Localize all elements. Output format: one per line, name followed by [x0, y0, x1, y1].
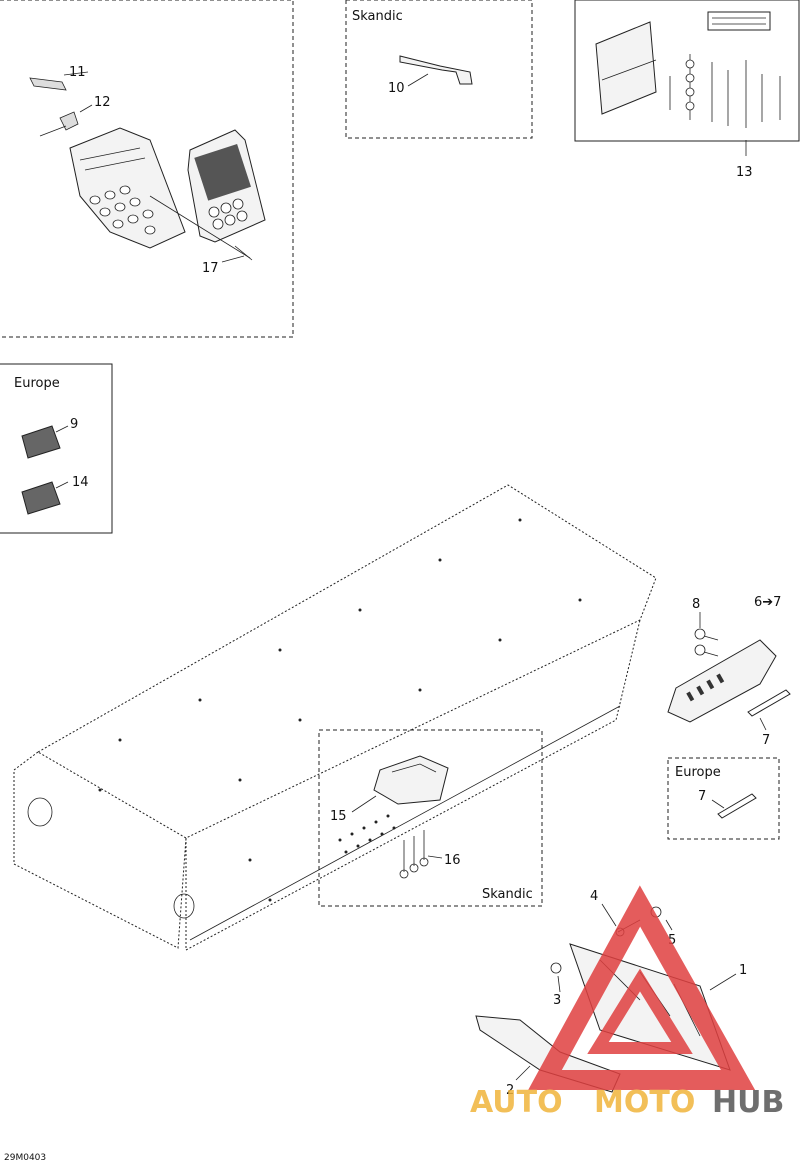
watermark-part2: MOTO — [594, 1085, 695, 1120]
part-7-drawing — [747, 689, 791, 717]
label-7b: 7 — [698, 789, 706, 804]
box-title-skandic-center: Skandic — [482, 887, 533, 902]
part-12-drawing — [39, 111, 79, 137]
watermark-logo: AUTO MOTO HUB — [470, 885, 784, 1120]
label-2: 2 — [506, 1083, 514, 1098]
label-6to7: 6➔7 — [754, 595, 781, 610]
label-14: 14 — [72, 475, 89, 490]
part-10-drawing — [399, 55, 473, 85]
label-15: 15 — [330, 809, 347, 824]
label-12: 12 — [94, 95, 111, 110]
label-16: 16 — [444, 853, 461, 868]
part-13-drawing — [595, 11, 781, 128]
rear-cap-group: 6➔7 8 7 — [667, 595, 791, 748]
part-17-drawing — [149, 195, 253, 261]
watermark-part3: HUB — [712, 1085, 784, 1120]
tunnel-drawing — [13, 484, 657, 951]
label-11: 11 — [69, 65, 86, 80]
box-title-europe-left: Europe — [14, 376, 60, 391]
watermark-part1: AUTO — [470, 1085, 563, 1120]
part-11-drawing — [29, 77, 67, 91]
label-7a: 7 — [762, 733, 770, 748]
part-15-drawing — [373, 755, 449, 805]
label-4: 4 — [590, 889, 598, 904]
part-8-drawing — [694, 628, 719, 657]
grille-cover-drawing — [187, 129, 266, 243]
grille-plate-drawing — [69, 127, 186, 249]
part-16-drawing — [399, 830, 429, 879]
label-1: 1 — [739, 963, 747, 978]
label-8: 8 — [692, 597, 700, 612]
box-title-europe-right: Europe — [675, 765, 721, 780]
part-7-europe-drawing — [717, 793, 757, 819]
label-5: 5 — [668, 933, 676, 948]
figure-code: 29M0403 — [4, 1153, 46, 1163]
part-3-drawing — [550, 962, 562, 974]
flap-assembly: 4 5 1 3 2 — [475, 889, 747, 1098]
box-skandic-top: Skandic 10 — [345, 0, 533, 139]
part-14-drawing — [21, 481, 61, 515]
box-tool-kit: 13 — [574, 0, 800, 180]
label-13: 13 — [736, 165, 753, 180]
label-3: 3 — [553, 993, 561, 1008]
box-skandic-center: Skandic 15 16 — [318, 729, 543, 907]
rear-cap-drawing — [667, 639, 777, 723]
box-top-left: 11 12 17 — [0, 0, 294, 338]
part-9-drawing — [21, 425, 61, 459]
box-europe-right: Europe 7 — [667, 757, 780, 840]
label-17: 17 — [202, 261, 219, 276]
label-9: 9 — [70, 417, 78, 432]
label-10: 10 — [388, 81, 405, 96]
box-title-skandic-top: Skandic — [352, 9, 403, 24]
box-europe-left: Europe 9 14 — [0, 363, 113, 534]
